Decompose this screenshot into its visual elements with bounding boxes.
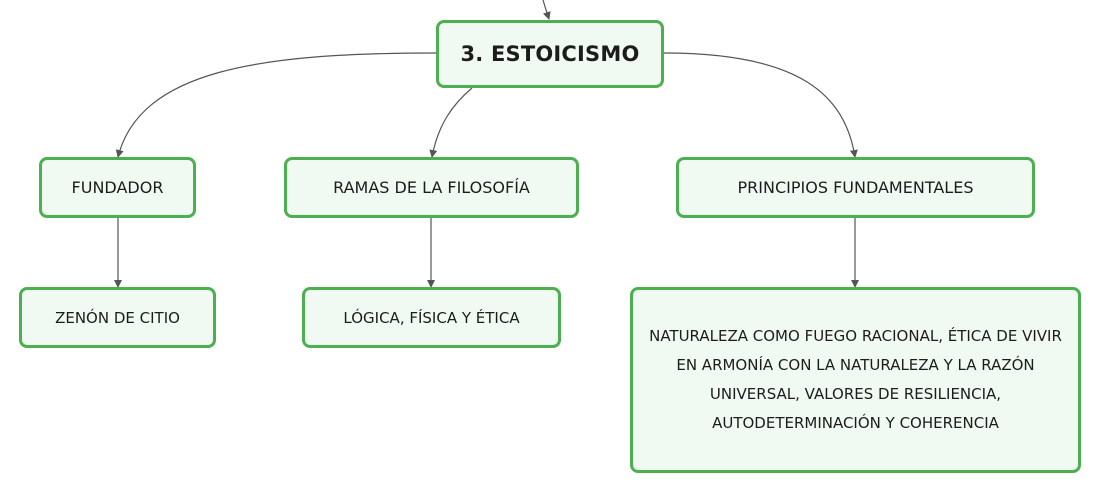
topic-node-label: PRINCIPIOS FUNDAMENTALES	[737, 178, 974, 197]
root-node-label: 3. ESTOICISMO	[460, 42, 640, 66]
root-node[interactable]: 3. ESTOICISMO	[436, 20, 664, 88]
topic-node-fundador[interactable]: FUNDADOR	[39, 157, 196, 218]
subtopic-node-logica-fisica-etica[interactable]: LÓGICA, FÍSICA Y ÉTICA	[302, 287, 561, 348]
topic-node-ramas-de-la-filosofia[interactable]: RAMAS DE LA FILOSOFÍA	[284, 157, 579, 218]
subtopic-node-label: NATURALEZA COMO FUEGO RACIONAL, ÉTICA DE…	[649, 327, 1062, 432]
subtopic-node-label: ZENÓN DE CITIO	[55, 308, 180, 327]
subtopic-node-zenon-de-citio[interactable]: ZENÓN DE CITIO	[19, 287, 216, 348]
topic-node-label: RAMAS DE LA FILOSOFÍA	[333, 178, 530, 197]
connector-root-to-ramas	[429, 87, 473, 158]
subtopic-node-label: LÓGICA, FÍSICA Y ÉTICA	[343, 308, 520, 327]
topic-node-label: FUNDADOR	[71, 178, 164, 197]
connector-root-to-fundador	[115, 52, 437, 158]
topic-node-principios-fundamentales[interactable]: PRINCIPIOS FUNDAMENTALES	[676, 157, 1035, 218]
connector-from-parent	[542, 0, 551, 20]
connector-root-to-principios	[663, 52, 858, 158]
subtopic-node-principios-detalle[interactable]: NATURALEZA COMO FUEGO RACIONAL, ÉTICA DE…	[630, 287, 1081, 473]
